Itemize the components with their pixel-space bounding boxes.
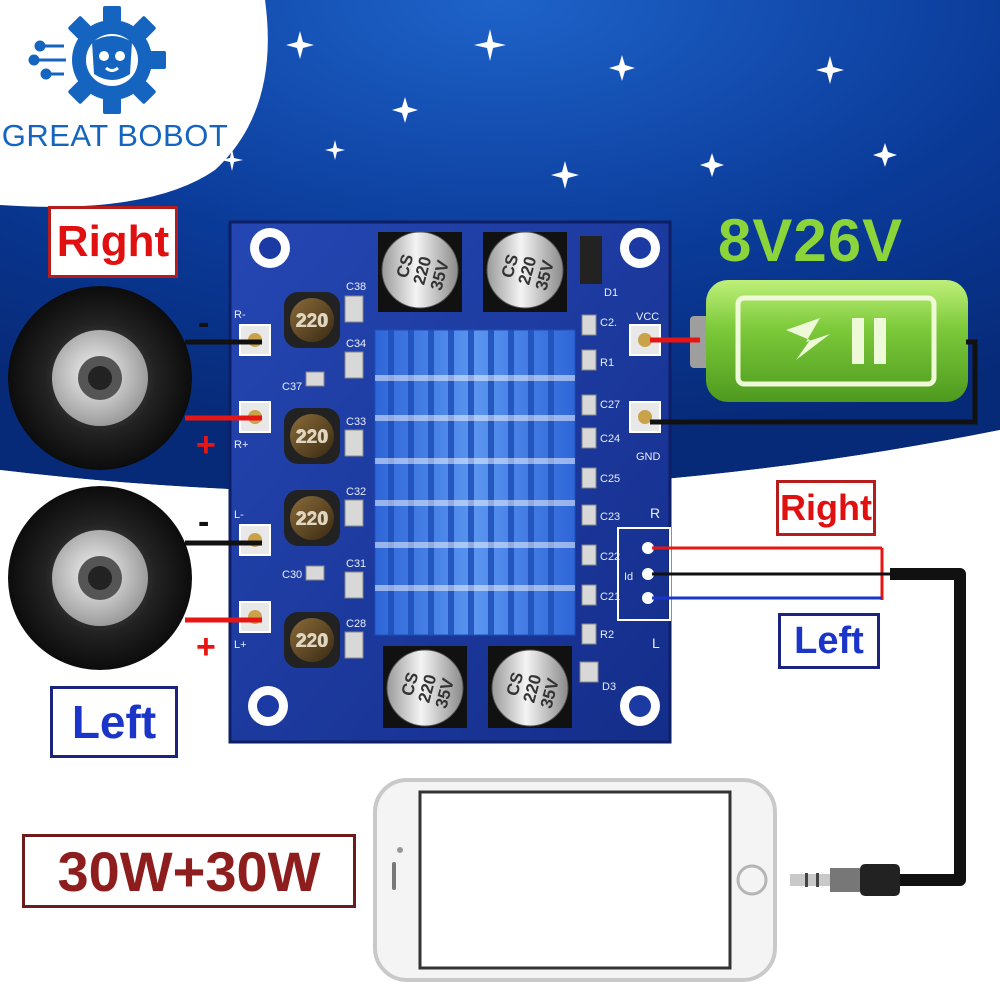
component-label: D3 [602, 681, 616, 693]
component-label: C2. [600, 317, 617, 329]
component-label: R2 [600, 629, 614, 641]
svg-text:-: - [198, 304, 209, 342]
left-speaker-label: Left [50, 686, 178, 758]
component-label: C24 [600, 433, 620, 445]
diode [580, 236, 602, 284]
pin-label: R+ [234, 439, 248, 451]
mounting-holes [248, 228, 660, 726]
component-label: C31 [346, 558, 366, 570]
logo-background [0, 0, 268, 207]
pin-label: L+ [234, 639, 247, 651]
audio-jack-icon [790, 864, 900, 896]
component-label: C37 [282, 381, 302, 393]
speaker-icon [8, 286, 192, 470]
svg-text:+: + [196, 426, 216, 464]
component-label: C34 [346, 338, 366, 350]
pin-label: GND [636, 451, 661, 463]
smartphone-icon [373, 778, 777, 982]
power-rating-label: 30W+30W [22, 834, 356, 908]
battery-icon [690, 280, 968, 402]
gear-logo-icon [28, 6, 166, 114]
pin-label: L- [234, 509, 244, 521]
component-label: C30 [282, 569, 302, 581]
heatsink [374, 329, 576, 636]
inductor-marking: 220 [297, 427, 327, 447]
component-label: C32 [346, 486, 366, 498]
svg-text:220: 220 [295, 630, 328, 652]
svg-text:220: 220 [295, 426, 328, 448]
svg-text:220: 220 [295, 508, 328, 530]
pin-label: Id [624, 571, 633, 583]
brand-name: GREAT BOBOT [1, 118, 229, 153]
speaker-icon [8, 486, 192, 670]
inductor-marking: 220 [297, 631, 327, 651]
component-label: R1 [600, 357, 614, 369]
pin-label: L [652, 635, 660, 651]
component-label: C33 [346, 416, 366, 428]
inductors: 220 220 220 220 [284, 292, 340, 668]
pin-label: VCC [636, 311, 659, 323]
audio-cable [890, 568, 966, 886]
svg-text:220: 220 [295, 310, 328, 332]
inductor-marking: 220 [297, 311, 327, 331]
left-input-label: Left [778, 613, 880, 669]
component-label: D1 [604, 287, 618, 299]
inductor-marking: 220 [297, 509, 327, 529]
svg-text:-: - [198, 503, 209, 541]
input-wires [652, 546, 890, 600]
component-label: C28 [346, 618, 366, 630]
right-input-label: Right [776, 480, 876, 536]
right-speaker-label: Right [48, 206, 178, 278]
component-label: C22 [600, 551, 620, 563]
speaker-wires [185, 339, 262, 623]
star-icon [221, 29, 897, 189]
component-label: C38 [346, 281, 366, 293]
pin-label: R [650, 505, 660, 521]
component-label: C25 [600, 473, 620, 485]
capacitors [378, 231, 572, 728]
svg-text:+: + [196, 628, 216, 666]
pin-label: R- [234, 309, 246, 321]
component-label: C23 [600, 511, 620, 523]
component-label: C27 [600, 399, 620, 411]
voltage-label: 8V26V [718, 207, 904, 274]
component-label: C21 [600, 591, 620, 603]
